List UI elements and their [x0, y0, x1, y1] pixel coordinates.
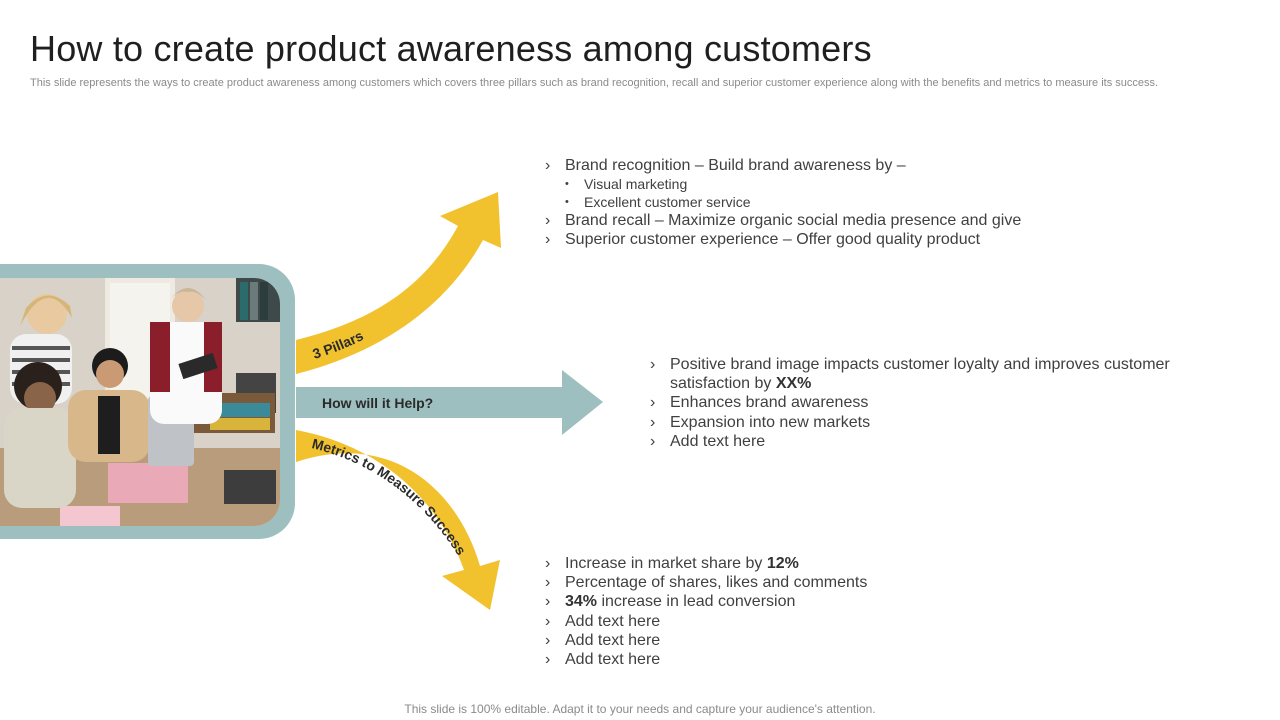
help-item-2: Enhances brand awareness	[650, 393, 1190, 412]
pillar-item-3: Superior customer experience – Offer goo…	[545, 230, 1021, 249]
metric-item-1-value: 12%	[766, 555, 799, 572]
metrics-arrow	[296, 430, 500, 610]
metric-item-4: Add text here	[545, 612, 867, 631]
metrics-label: Metrics to Measure Success	[310, 435, 469, 558]
help-item-3: Expansion into new markets	[650, 413, 1190, 432]
page-title: How to create product awareness among cu…	[30, 28, 872, 69]
metrics-label-text: Metrics to Measure Success	[310, 435, 469, 558]
pillar-sub-item-1: Visual marketing	[565, 175, 1021, 193]
pillars-list: Brand recognition – Build brand awarenes…	[545, 156, 1021, 250]
metric-item-3-value: 34%	[565, 593, 598, 611]
metric-item-1-text: Increase in market share by	[565, 555, 767, 572]
help-item-1-text: Positive brand image impacts customer lo…	[670, 356, 1170, 393]
footer-note: This slide is 100% editable. Adapt it to…	[404, 702, 876, 716]
help-list: Positive brand image impacts customer lo…	[650, 355, 1190, 451]
help-label: How will it Help?	[322, 395, 433, 411]
team-photo	[0, 278, 280, 526]
help-arrow	[296, 370, 603, 435]
pillar-item-1-text: Brand recognition – Build brand awarenes…	[565, 157, 906, 174]
help-item-1-value: XX%	[775, 375, 812, 393]
metrics-list: Increase in market share by 12% Percenta…	[545, 554, 867, 669]
pillar-item-1: Brand recognition – Build brand awarenes…	[545, 156, 1021, 211]
metric-item-5: Add text here	[545, 631, 867, 650]
metric-item-1: Increase in market share by 12%	[545, 554, 867, 573]
pillar-sub-item-2: Excellent customer service	[565, 193, 1021, 211]
help-item-1: Positive brand image impacts customer lo…	[650, 355, 1190, 393]
metric-item-3: 34% increase in lead conversion	[545, 592, 867, 611]
metric-item-3-text: increase in lead conversion	[597, 593, 796, 611]
metric-item-6: Add text here	[545, 650, 867, 669]
metric-item-2: Percentage of shares, likes and comments	[545, 573, 867, 592]
help-item-4: Add text here	[650, 432, 1190, 451]
pillars-arrow	[296, 192, 501, 374]
pillar-sub-list: Visual marketing Excellent customer serv…	[565, 175, 1021, 211]
pillar-item-2: Brand recall – Maximize organic social m…	[545, 211, 1021, 230]
page-subtitle: This slide represents the ways to create…	[30, 77, 1159, 89]
